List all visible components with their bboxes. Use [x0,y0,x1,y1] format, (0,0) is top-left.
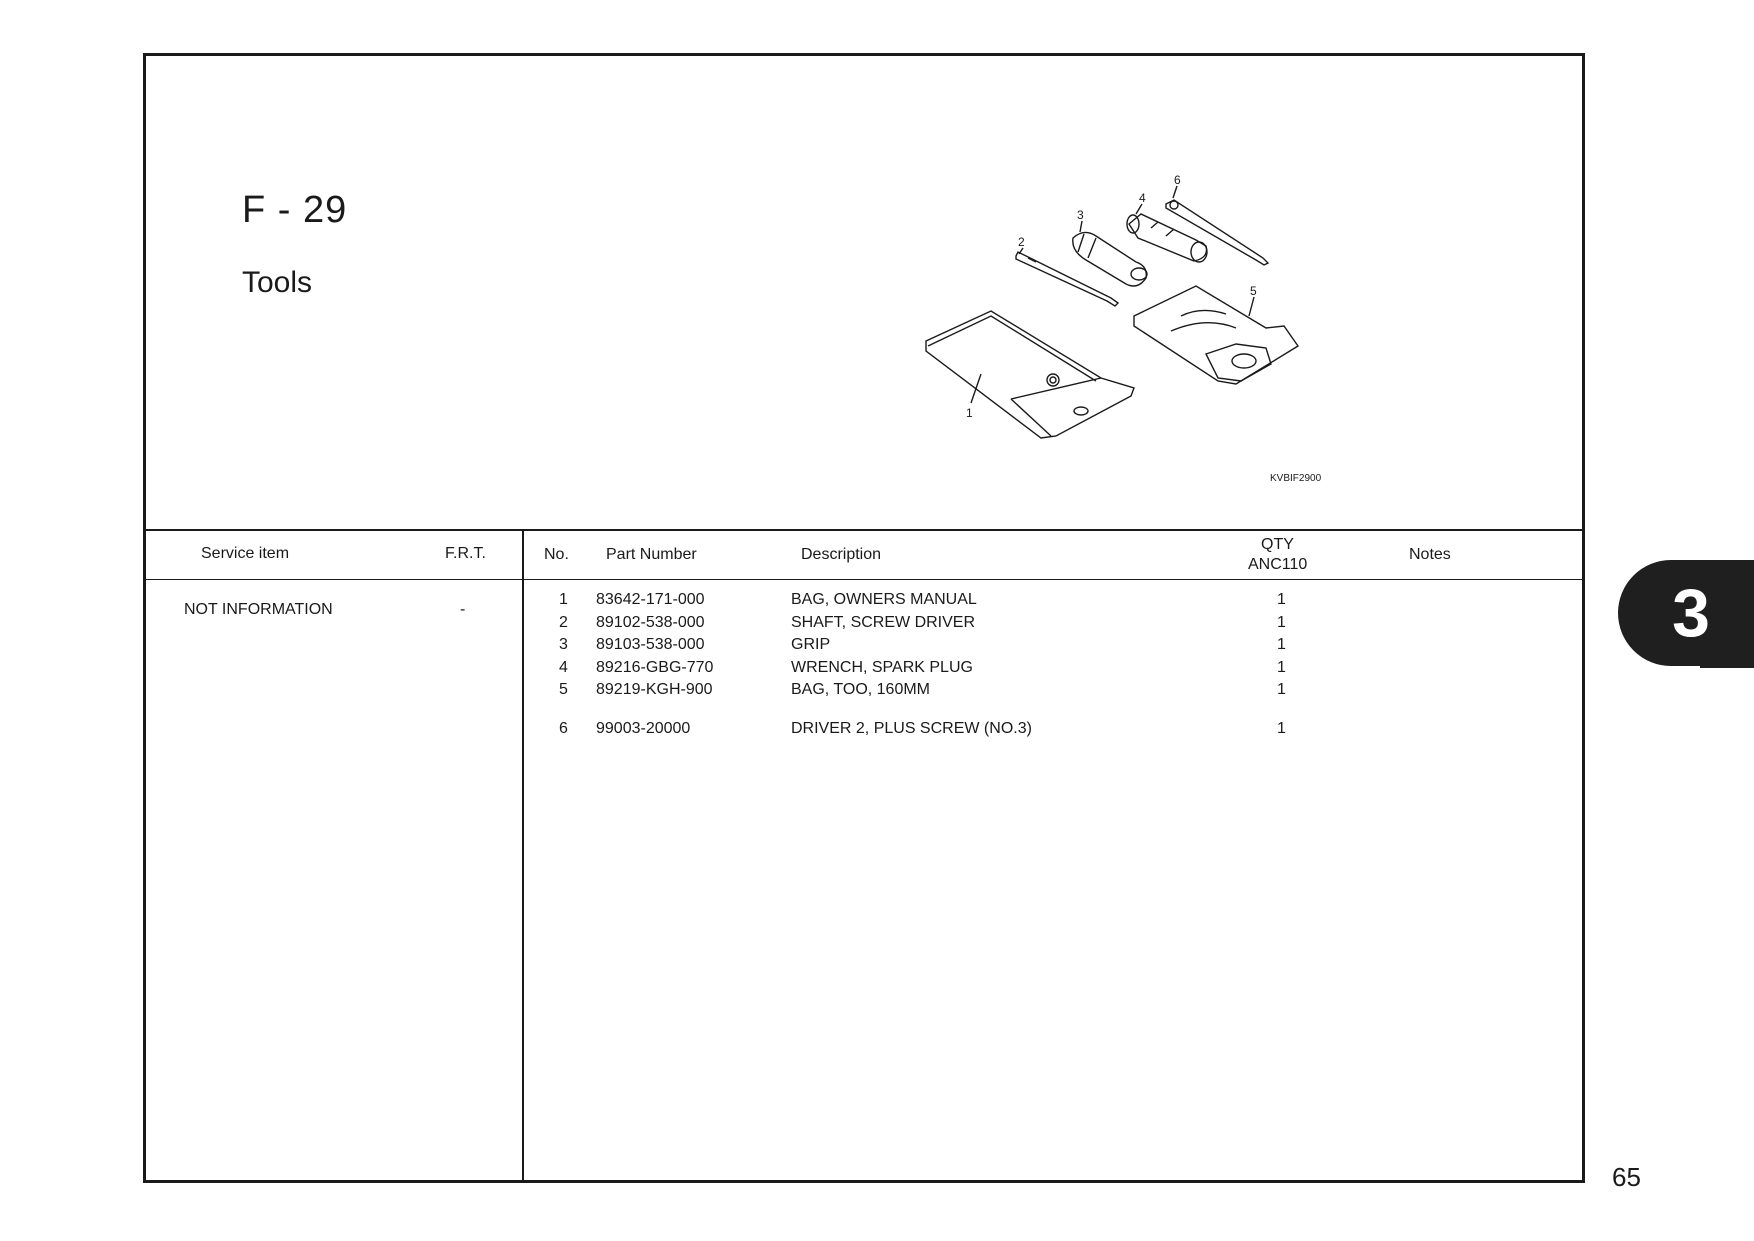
service-item-value: NOT INFORMATION [184,601,333,618]
header-notes: Notes [1409,546,1451,563]
part-number: 83642-171-000 [596,591,705,608]
grip-drawing [1072,231,1148,287]
part-number: 89216-GBG-770 [596,659,714,676]
frt-value: - [460,601,466,618]
table-top-rule [146,529,1582,531]
page-number: 65 [1612,1162,1641,1192]
figure-code: F - 29 [242,189,348,231]
header-qty: QTY [1261,536,1294,553]
plus-screwdriver-drawing [1165,199,1270,266]
header-frt: F.R.T. [445,545,486,562]
part-no: 1 [559,591,568,608]
part-description: BAG, TOO, 160MM [791,681,931,698]
part-number: 89103-538-000 [596,636,705,653]
page-frame: F - 29 Tools [143,53,1585,1183]
part-no: 6 [559,720,568,737]
table-column-divider [522,529,524,1180]
callout-6: 6 [1174,173,1181,187]
part-qty: 1 [1277,720,1286,737]
header-description: Description [801,546,882,563]
part-qty: 1 [1277,636,1286,653]
header-qty-model: ANC110 [1248,556,1308,573]
tool-bag-drawing [1133,285,1300,385]
tools-illustration: 1 2 3 4 5 6 [925,173,1300,439]
part-number: 89219-KGH-900 [596,681,713,698]
part-description: WRENCH, SPARK PLUG [791,659,973,676]
part-number: 99003-20000 [596,720,691,737]
part-qty: 1 [1277,659,1286,676]
part-description: DRIVER 2, PLUS SCREW (NO.3) [791,720,1032,737]
part-qty: 1 [1277,681,1286,698]
part-description: BAG, OWNERS MANUAL [791,591,977,608]
figure-title: Tools [242,266,313,299]
callout-5: 5 [1250,284,1257,298]
illustration-code: KVBIF2900 [1270,473,1322,484]
header-part-number: Part Number [606,546,697,563]
part-description: SHAFT, SCREW DRIVER [791,614,976,631]
section-tab-underline [1700,665,1754,668]
callout-3: 3 [1077,208,1084,222]
part-no: 5 [559,681,568,698]
callout-1: 1 [966,406,973,420]
part-description: GRIP [791,636,831,653]
header-no: No. [544,546,569,563]
part-qty: 1 [1277,614,1286,631]
part-no: 4 [559,659,568,676]
owners-manual-bag-drawing [925,310,1135,439]
part-qty: 1 [1277,591,1286,608]
table-header-rule [146,579,1582,580]
spark-plug-wrench-drawing [1126,213,1208,263]
header-service-item: Service item [201,545,290,562]
callout-4: 4 [1139,191,1146,205]
screwdriver-shaft-drawing [1015,251,1120,307]
part-no: 2 [559,614,568,631]
callout-2: 2 [1018,235,1025,249]
section-tab: 3 [1618,560,1754,666]
part-number: 89102-538-000 [596,614,705,631]
part-no: 3 [559,636,568,653]
